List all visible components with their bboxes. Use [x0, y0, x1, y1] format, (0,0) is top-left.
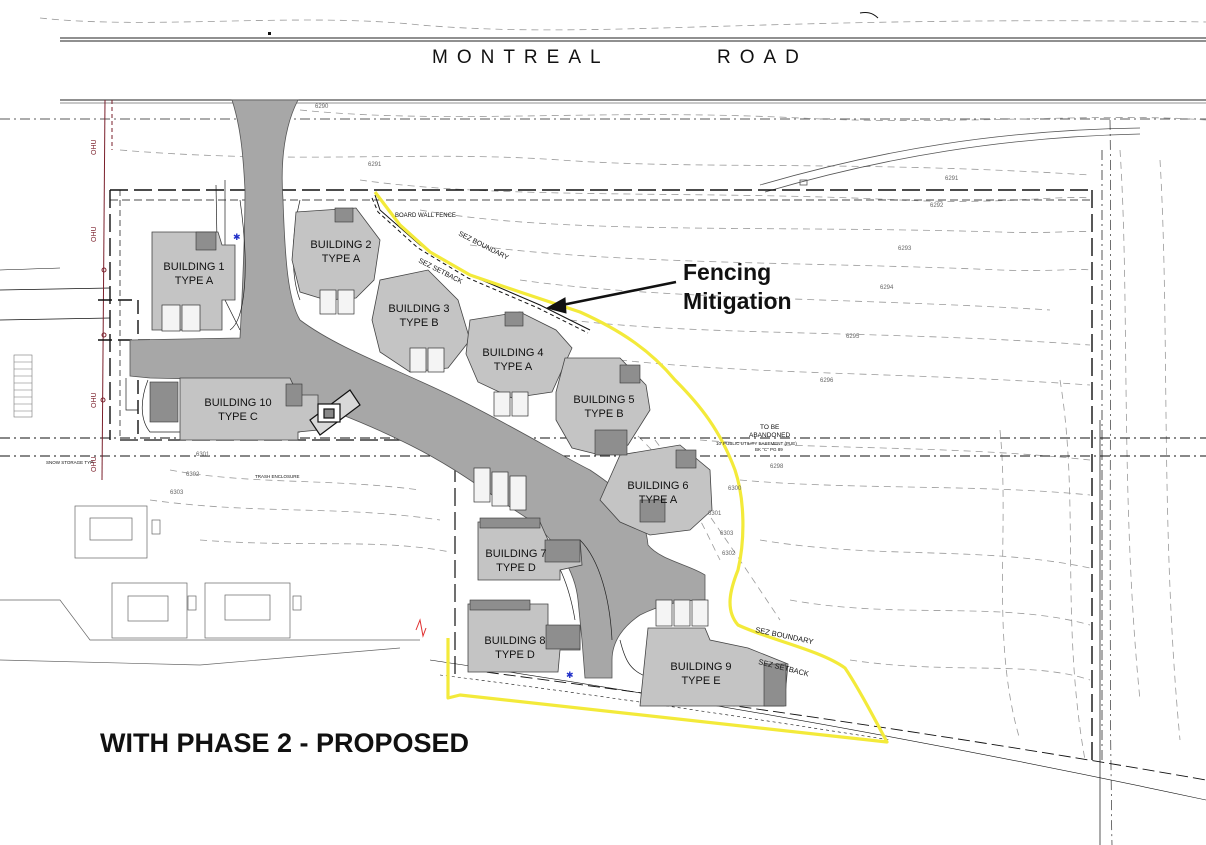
building-9-label: BUILDING 9 [670, 661, 731, 673]
svg-text:6303: 6303 [170, 490, 184, 496]
svg-text:6301: 6301 [708, 511, 722, 517]
building-5-type: TYPE B [584, 408, 623, 420]
building-10-type: TYPE C [218, 411, 258, 423]
board-wall-fence-label: BOARD WALL FENCE [395, 213, 456, 219]
utility-marker-icon: ✱ [566, 670, 574, 680]
building-details [149, 207, 787, 707]
garage-stalls [161, 289, 709, 627]
svg-text:OHU: OHU [91, 139, 98, 155]
building-10-label: BUILDING 10 [204, 397, 271, 409]
building-3-label: BUILDING 3 [388, 303, 449, 315]
svg-text:6301: 6301 [196, 452, 210, 458]
svg-text:6300: 6300 [728, 486, 742, 492]
break-mark-icon [415, 618, 427, 638]
building-6-label: BUILDING 6 [627, 480, 688, 492]
svg-text:OHU: OHU [91, 392, 98, 408]
trash-enclosure-label: TRASH ENCLOSURE [255, 474, 300, 479]
road-name-road: ROAD [717, 47, 808, 68]
abandoned-label: ABANDONED [749, 432, 790, 439]
detail-marks: ✱ ✱ [233, 12, 879, 680]
fencing-mitigation-callout: Fencing Mitigation [683, 258, 792, 316]
snow-storage-label: SNOW STORAGE TYP. [46, 460, 94, 465]
pue-label: 10' PUBLIC UTILITY EASEMENT (PUE) [716, 441, 797, 446]
overhead-utility-line [100, 99, 113, 481]
building-labels: BUILDING 1 TYPE A BUILDING 2 TYPE A BUIL… [163, 239, 731, 687]
building-4-label: BUILDING 4 [482, 347, 543, 359]
building-9-type: TYPE E [681, 675, 720, 687]
contour-labels: 6290 6291 6291 6292 6293 6294 6295 6296 … [170, 104, 959, 557]
book-ref-label: BK "C" PG 89 [755, 447, 783, 452]
utility-marker-icon: ✱ [233, 232, 241, 242]
road-name-montreal: MONTREAL [432, 47, 610, 68]
trash-enclosure [309, 389, 361, 436]
phase-label: WITH PHASE 2 - PROPOSED [100, 728, 470, 758]
svg-text:OHU: OHU [91, 226, 98, 242]
sez-boundary-label-top: SEZ BOUNDARY [457, 231, 510, 262]
building-1-type: TYPE A [175, 275, 214, 287]
to-be-label: TO BE [760, 424, 780, 431]
building-1-label: BUILDING 1 [163, 261, 224, 273]
svg-text:6296: 6296 [820, 378, 834, 384]
neighbor-structures [0, 505, 420, 666]
svg-text:6293: 6293 [898, 246, 912, 252]
svg-text:6292: 6292 [930, 203, 944, 209]
building-7-type: TYPE D [496, 562, 536, 574]
callout-line-2: Mitigation [683, 288, 792, 314]
building-6-type: TYPE A [639, 494, 678, 506]
callout-arrow [545, 280, 677, 314]
building-7-label: BUILDING 7 [485, 548, 546, 560]
fencing-mitigation-line [373, 191, 889, 744]
svg-text:6298: 6298 [770, 464, 784, 470]
svg-text:6291: 6291 [368, 162, 382, 168]
building-4-type: TYPE A [494, 361, 533, 373]
building-2-label: BUILDING 2 [310, 239, 371, 251]
building-8-label: BUILDING 8 [484, 635, 545, 647]
existing-drive [759, 127, 1141, 193]
svg-text:OHU: OHU [91, 456, 98, 472]
building-3-type: TYPE B [399, 317, 438, 329]
svg-text:6302: 6302 [722, 551, 736, 557]
contour-lines [39, 17, 1206, 761]
building-8-type: TYPE D [495, 649, 535, 661]
svg-text:6291: 6291 [945, 176, 959, 182]
svg-text:6294: 6294 [880, 285, 894, 291]
building-5-label: BUILDING 5 [573, 394, 634, 406]
svg-text:6302: 6302 [186, 472, 200, 478]
snow-storage-area [13, 354, 33, 418]
svg-text:6303: 6303 [720, 531, 734, 537]
callout-line-1: Fencing [683, 259, 772, 285]
building-2-type: TYPE A [322, 253, 361, 265]
ohu-labels: OHU OHU OHU OHU [91, 139, 98, 472]
svg-text:6290: 6290 [315, 104, 329, 110]
svg-text:6295: 6295 [846, 334, 860, 340]
